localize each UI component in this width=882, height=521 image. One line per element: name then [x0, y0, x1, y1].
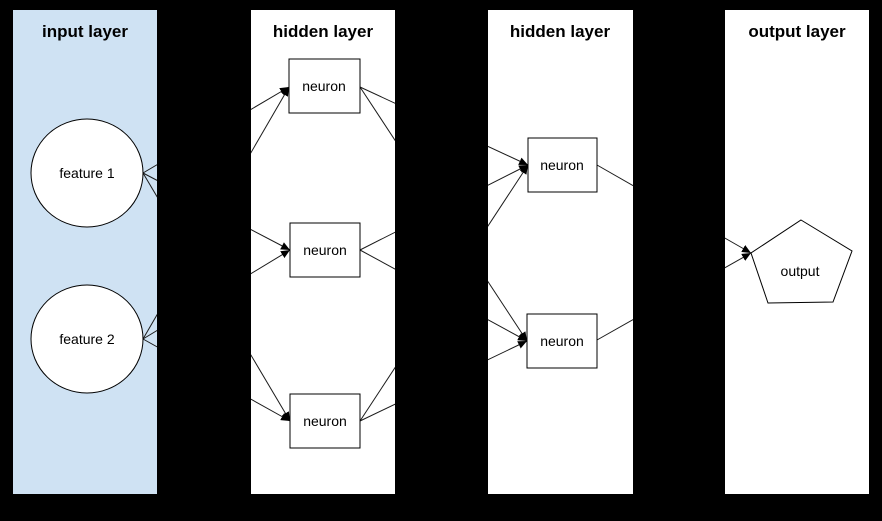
label-output: output [781, 263, 820, 279]
panel-gap-masks [157, 0, 725, 516]
nodes [30, 58, 853, 449]
label-neuron-2-2: neuron [540, 333, 584, 349]
node-neuron-1-2-box [289, 222, 361, 278]
label-neuron-1-3: neuron [303, 413, 347, 429]
node-neuron-2-2-box [526, 313, 598, 369]
node-output-pentagon [750, 219, 853, 304]
layer-titles: input layer hidden layer hidden layer ou… [42, 22, 846, 41]
gap-mask-2 [395, 0, 488, 516]
label-feature-2: feature 2 [59, 331, 114, 347]
node-labels: feature 1 feature 2 neuron neuron neuron… [59, 78, 819, 429]
panel-input-layer [13, 10, 157, 494]
title-hidden-layer-2: hidden layer [510, 22, 611, 41]
title-hidden-layer-1: hidden layer [273, 22, 374, 41]
gap-mask-3 [633, 0, 725, 516]
label-neuron-2-1: neuron [540, 157, 584, 173]
node-feature-2-circle [30, 284, 144, 394]
label-feature-1: feature 1 [59, 165, 114, 181]
node-neuron-2-1-box [527, 137, 598, 193]
panel-hidden-layer-2 [488, 10, 633, 494]
node-neuron-1-3-box [289, 393, 361, 449]
node-feature-1-circle [30, 118, 144, 228]
gap-mask-1 [157, 0, 251, 516]
label-neuron-1-1: neuron [302, 78, 346, 94]
title-input-layer: input layer [42, 22, 128, 41]
title-output-layer: output layer [748, 22, 846, 41]
label-neuron-1-2: neuron [303, 242, 347, 258]
node-neuron-1-1-box [288, 58, 361, 114]
